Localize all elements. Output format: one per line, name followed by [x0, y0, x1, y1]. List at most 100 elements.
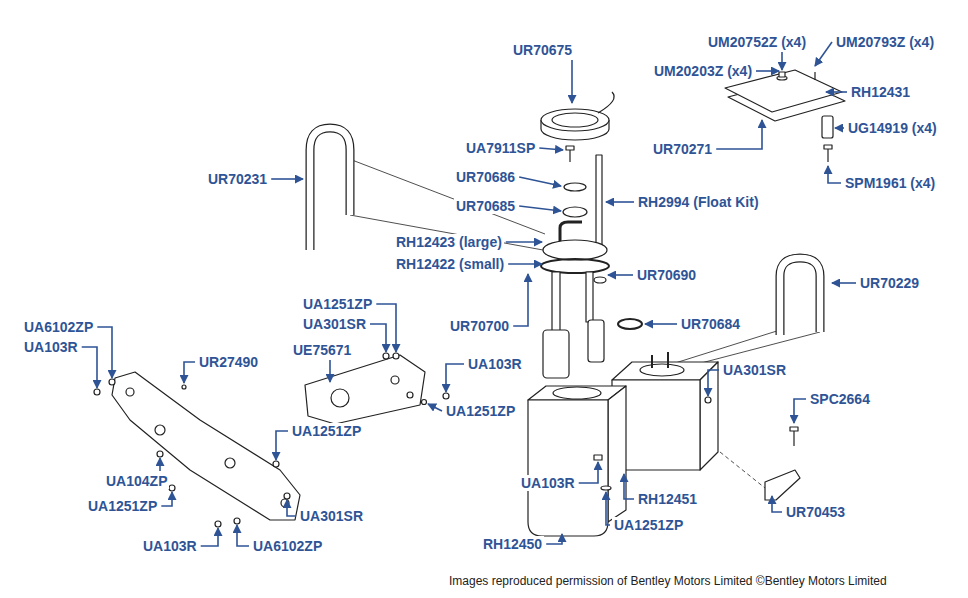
hose	[780, 258, 820, 335]
part-number: UA6102ZP	[251, 538, 324, 554]
part-number: RH12422 (small)	[394, 256, 506, 272]
bolt	[443, 393, 449, 399]
bolt	[94, 389, 100, 395]
callout-arrow	[159, 458, 161, 471]
callout-arrow	[571, 60, 573, 103]
screw	[824, 145, 832, 149]
callout-arrow	[184, 362, 195, 383]
callout-arrow	[519, 177, 561, 186]
callout-arrow	[97, 327, 112, 378]
part-number: UE75671	[291, 342, 353, 358]
callout-arrow	[329, 360, 331, 382]
part-number: UM20203Z (x4)	[652, 63, 754, 79]
callout-arrow	[508, 263, 542, 265]
sender-cap	[640, 364, 684, 376]
screw	[827, 149, 828, 162]
callout-arrow	[772, 496, 782, 512]
tank-opening	[553, 387, 601, 399]
hole	[126, 388, 134, 396]
bracket	[765, 470, 800, 500]
nut	[705, 397, 711, 403]
leader-line	[350, 215, 543, 250]
tank	[608, 386, 626, 522]
callout-arrow	[826, 91, 847, 93]
bolt	[594, 455, 602, 460]
part-number: UR70690	[635, 267, 698, 283]
part-number: UR70700	[448, 318, 511, 334]
washer	[383, 353, 389, 359]
washer	[601, 486, 611, 490]
part-number: UA1251ZP	[86, 498, 159, 514]
hose	[310, 128, 350, 250]
bolt	[215, 521, 221, 527]
tank	[528, 400, 608, 536]
washer	[169, 485, 175, 491]
hole	[155, 425, 165, 435]
callout-arrow	[271, 178, 303, 180]
part-number: RH12451	[636, 491, 699, 507]
tube	[586, 272, 593, 322]
callout-arrow	[370, 324, 386, 352]
part-number: RH2994 (Float Kit)	[636, 194, 761, 210]
callout-arrow	[82, 347, 97, 388]
part-number: UA103R	[141, 538, 199, 554]
caption: Images reproduced permission of Bentley …	[447, 574, 889, 588]
part-number: UR70229	[858, 275, 921, 291]
part-number: UR27490	[197, 354, 260, 370]
callout-arrow	[539, 148, 563, 150]
callout-arrow	[716, 120, 762, 149]
callout-arrow	[815, 42, 832, 66]
washer	[563, 207, 587, 217]
flange	[543, 240, 607, 260]
pipe	[651, 355, 653, 368]
callout-arrow	[608, 274, 633, 276]
callout-arrow	[781, 52, 783, 70]
part-number: UR70271	[651, 141, 714, 157]
washer	[109, 379, 115, 385]
float-rod	[596, 155, 602, 247]
part-number: UR70684	[679, 316, 742, 332]
part-number: UA103R	[22, 339, 80, 355]
clip	[594, 277, 606, 283]
callout-arrow	[513, 274, 528, 326]
screw	[814, 72, 815, 80]
part-number: UA1251ZP	[612, 517, 685, 533]
callout-arrow	[794, 399, 806, 423]
callout-arrow	[645, 323, 677, 325]
nut	[393, 353, 399, 359]
callout-arrow	[832, 282, 856, 284]
part-number: UA104ZP	[104, 473, 169, 489]
callout-arrow	[756, 70, 779, 72]
hole	[407, 392, 413, 398]
part-number: RH12450	[481, 536, 544, 552]
callout-arrow	[201, 528, 218, 546]
tank	[700, 362, 718, 470]
part-number: UA7911SP	[464, 140, 537, 156]
spacer	[822, 116, 833, 138]
callout-arrow	[506, 241, 542, 243]
leader-line	[720, 452, 765, 488]
part-number: UM20752Z (x4)	[706, 34, 808, 50]
cap-ring	[552, 113, 598, 127]
callout-arrow	[276, 431, 288, 460]
part-number: UA1251ZP	[290, 423, 363, 439]
callout-arrow	[519, 206, 561, 211]
tube	[552, 272, 560, 332]
part-number: UR70453	[784, 504, 847, 520]
bolt	[793, 431, 794, 446]
part-number: UR70685	[454, 198, 517, 214]
hose	[310, 128, 350, 250]
part-number: UG14919 (x4)	[846, 120, 939, 136]
callout-arrow	[428, 404, 442, 411]
callout-arrow	[708, 370, 719, 396]
part-number: RH12431	[849, 84, 912, 100]
bracket-plate	[305, 355, 425, 424]
part-number: UA1251ZP	[444, 403, 517, 419]
part-number: SPC2664	[808, 391, 872, 407]
hose	[780, 258, 820, 335]
part-number: UA1251ZP	[301, 296, 374, 312]
callout-arrow	[835, 127, 844, 129]
callout-arrow	[579, 462, 598, 483]
part-number: UA301SR	[721, 362, 788, 378]
part-number: UA301SR	[298, 508, 365, 524]
